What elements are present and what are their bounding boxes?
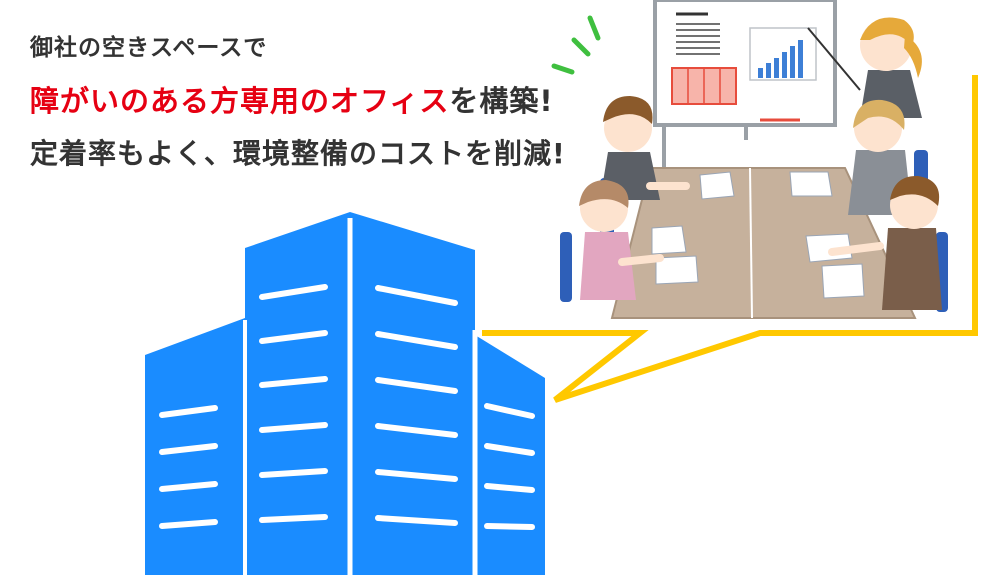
headline-highlight: 障がいのある方専用のオフィス <box>30 84 450 118</box>
headline-line-1: 御社の空きスペースで <box>30 35 268 61</box>
headline-line-2: 障がいのある方専用のオフィスを構築! <box>30 78 566 120</box>
whiteboard <box>653 0 837 190</box>
headline-line-2-rest: を構築! <box>449 84 554 118</box>
sparkle-marks <box>551 15 601 75</box>
meeting-scene <box>551 0 948 319</box>
headline: 御社の空きスペースで 障がいのある方専用のオフィスを構築! 定着率もよく、環境整… <box>30 28 566 172</box>
speech-bubble-outline <box>482 75 978 403</box>
participant-woman-left <box>579 180 664 300</box>
headline-line-3: 定着率もよく、環境整備のコストを削減! <box>30 137 566 170</box>
office-building-icon <box>145 212 545 575</box>
participant-man-right <box>828 175 942 310</box>
papers <box>651 171 865 299</box>
